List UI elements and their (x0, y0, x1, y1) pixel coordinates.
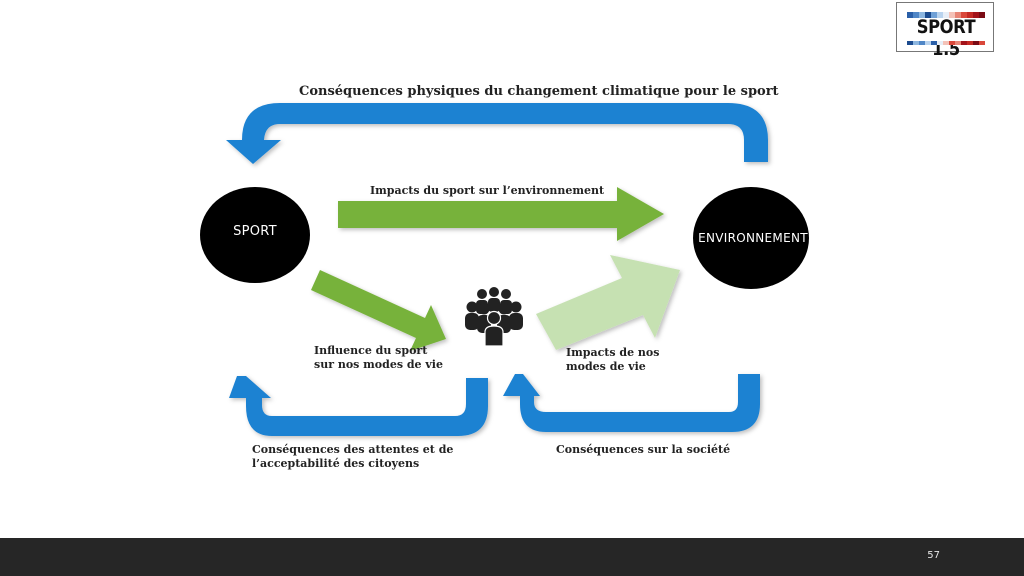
sport-to-environment-arrow (338, 187, 664, 241)
people-to-environment-arrow (536, 255, 680, 350)
sport-node-label: SPORT (233, 224, 277, 239)
sport-logo: SPORT 1.5 (896, 2, 994, 60)
logo-stripes-bottom (907, 41, 985, 45)
society-feedback-arrow (503, 374, 760, 432)
citizens-feedback-arrow (229, 376, 488, 436)
sport-to-people-arrow (311, 270, 446, 351)
top-arrow-label: Conséquences physiques du changement cli… (299, 84, 779, 99)
page-number: 57 (927, 550, 940, 561)
citizens-feedback-label: Conséquences des attentes et de l’accept… (252, 443, 454, 470)
environment-node (693, 187, 809, 289)
society-feedback-label: Conséquences sur la société (556, 443, 731, 456)
environment-node-label: ENVIRONNEMENT (698, 231, 808, 245)
lifestyle-impacts-label: Impacts de nos modes de vie (566, 346, 660, 373)
influence-arrow-label: Influence du sport sur nos modes de vie (314, 344, 443, 371)
sport-environment-arrow-label: Impacts du sport sur l’environnement (370, 184, 605, 197)
logo-stripes-top (907, 12, 985, 18)
footer-bar: 57 (0, 538, 1024, 576)
sport-node (200, 187, 310, 283)
group-of-people-icon (465, 287, 523, 347)
top-feedback-arrow (226, 103, 768, 164)
